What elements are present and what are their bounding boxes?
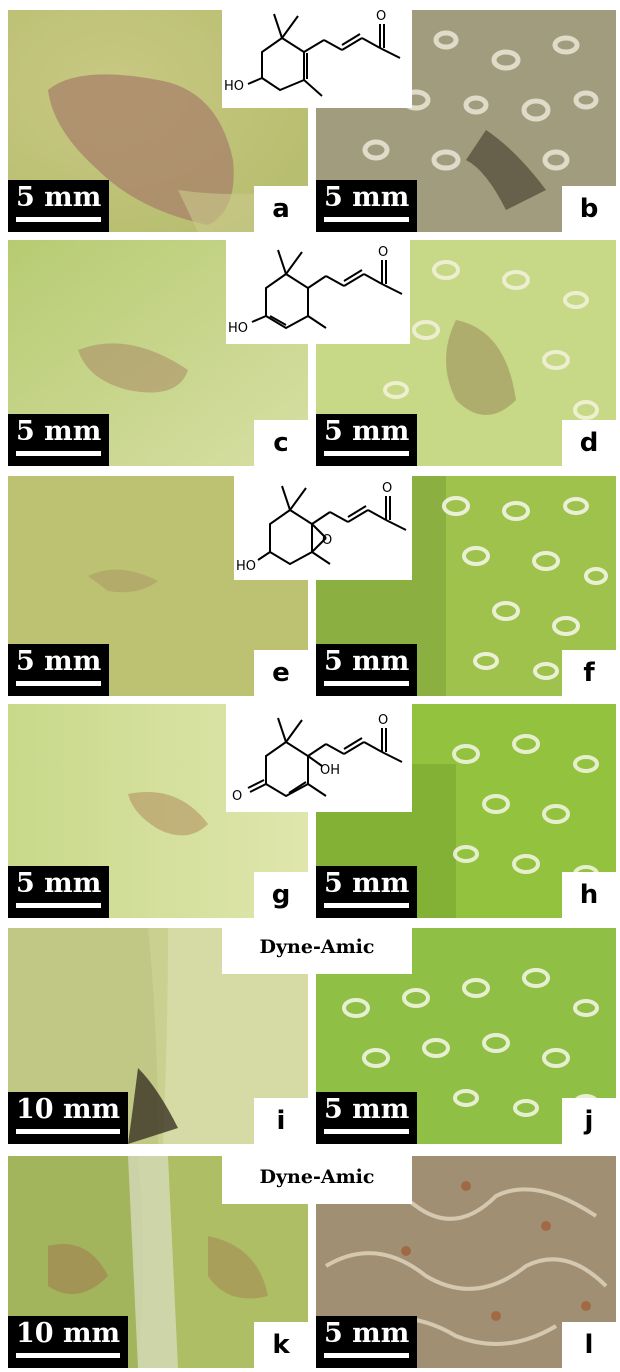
- scale-line: [16, 1353, 121, 1358]
- scale-line: [16, 903, 102, 908]
- treatment-label: Dyne-Amic: [222, 920, 412, 974]
- scale-bar: 10 mm: [8, 1316, 129, 1368]
- scale-label: 10 mm: [16, 1094, 121, 1125]
- ketone-label: O: [376, 9, 386, 24]
- hydroxyl-label: HO: [236, 559, 256, 574]
- panel-letter: g: [254, 872, 308, 918]
- ketone-label: O: [378, 713, 388, 728]
- panel-i: 10 mm i: [8, 928, 308, 1144]
- structure-drawing: O OH O: [232, 713, 403, 804]
- chemical-structure-3: HO O O: [234, 474, 412, 580]
- scale-line: [16, 1129, 121, 1134]
- panel-letter: a: [254, 186, 308, 232]
- panel-letter: f: [562, 650, 616, 696]
- panel-l: 5 mm l: [316, 1156, 616, 1368]
- chemical-structure-1: HO O: [222, 0, 412, 108]
- hydroxyl-label: OH: [320, 763, 340, 778]
- hydroxyl-label: HO: [228, 321, 248, 336]
- scale-label: 5 mm: [324, 416, 410, 447]
- scale-label: 5 mm: [324, 646, 410, 677]
- panel-letter: c: [254, 420, 308, 466]
- ketone-label: O: [378, 245, 388, 260]
- scale-label: 5 mm: [16, 646, 102, 677]
- scale-bar: 5 mm: [8, 866, 110, 918]
- panel-letter: j: [562, 1098, 616, 1144]
- epoxide-label: O: [322, 533, 332, 548]
- scale-bar: 5 mm: [316, 866, 418, 918]
- scale-bar: 5 mm: [316, 644, 418, 696]
- panel-letter: b: [562, 186, 616, 232]
- scale-label: 5 mm: [324, 182, 410, 213]
- scale-line: [324, 1129, 410, 1134]
- microscopy-image-l: [316, 1156, 616, 1368]
- scale-bar: 10 mm: [8, 1092, 129, 1144]
- scale-bar: 5 mm: [8, 180, 110, 232]
- panel-letter: k: [254, 1322, 308, 1368]
- panel-letter: d: [562, 420, 616, 466]
- scale-bar: 5 mm: [8, 414, 110, 466]
- hydroxyl-label: HO: [224, 79, 244, 94]
- panel-letter: e: [254, 650, 308, 696]
- panel-d: 5 mm d: [316, 240, 616, 466]
- scale-label: 5 mm: [16, 416, 102, 447]
- scale-line: [324, 681, 410, 686]
- scale-line: [16, 681, 102, 686]
- scale-label: 5 mm: [16, 868, 102, 899]
- scale-label: 10 mm: [16, 1318, 121, 1349]
- panel-letter: i: [254, 1098, 308, 1144]
- scale-line: [324, 1353, 410, 1358]
- scale-label: 5 mm: [16, 182, 102, 213]
- scale-label: 5 mm: [324, 1318, 410, 1349]
- structure-drawing: HO O: [228, 245, 403, 336]
- scale-line: [16, 451, 102, 456]
- ring-ketone-label: O: [232, 789, 242, 804]
- chemical-structure-4: O OH O: [226, 704, 412, 812]
- scale-bar: 5 mm: [316, 414, 418, 466]
- scale-line: [324, 217, 410, 222]
- scale-bar: 5 mm: [316, 1092, 418, 1144]
- ketone-label: O: [382, 481, 392, 496]
- panel-letter: l: [562, 1322, 616, 1368]
- scale-line: [324, 451, 410, 456]
- panel-f: 5 mm f: [316, 476, 616, 696]
- treatment-label: Dyne-Amic: [222, 1150, 412, 1204]
- scale-line: [324, 903, 410, 908]
- structure-drawing: HO O O: [236, 481, 407, 574]
- structure-drawing: HO O: [224, 9, 401, 97]
- scale-bar: 5 mm: [316, 1316, 418, 1368]
- scale-line: [16, 217, 102, 222]
- panel-letter: h: [562, 872, 616, 918]
- scale-bar: 5 mm: [316, 180, 418, 232]
- scale-label: 5 mm: [324, 1094, 410, 1125]
- scale-bar: 5 mm: [8, 644, 110, 696]
- scale-label: 5 mm: [324, 868, 410, 899]
- chemical-structure-2: HO O: [226, 236, 410, 344]
